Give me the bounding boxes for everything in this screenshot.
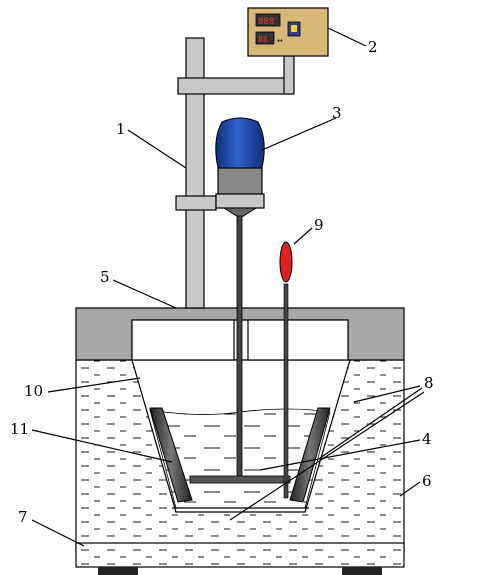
support-stand [175,37,295,309]
base-plate [75,542,405,568]
controller-button-glyph: ↔ [277,37,283,45]
heater-left [149,407,193,503]
controller-display-top: 888 [258,17,274,27]
thermocouple-icon [279,241,293,499]
label-4: 4 [422,430,432,448]
label-6: 6 [422,472,432,490]
controller-box: 888 88 ↔ [247,7,329,57]
heater-right [289,407,331,503]
label-8: 8 [424,374,434,392]
controller-display-bottom: 88 [258,35,268,44]
label-2: 2 [368,38,378,56]
stirrer-motor-icon [215,117,265,219]
label-11: 11 [10,420,29,438]
furnace-lid [75,307,405,361]
stirrer-shaft [236,215,243,479]
foot-right [342,567,382,575]
foot-left [98,567,138,575]
leader-lines [31,27,425,547]
label-3: 3 [332,104,342,122]
label-5: 5 [100,268,110,286]
label-10: 10 [24,382,43,400]
label-7: 7 [18,508,28,526]
label-1: 1 [116,120,126,138]
label-9: 9 [314,216,324,234]
stirrer-blade [189,475,291,484]
